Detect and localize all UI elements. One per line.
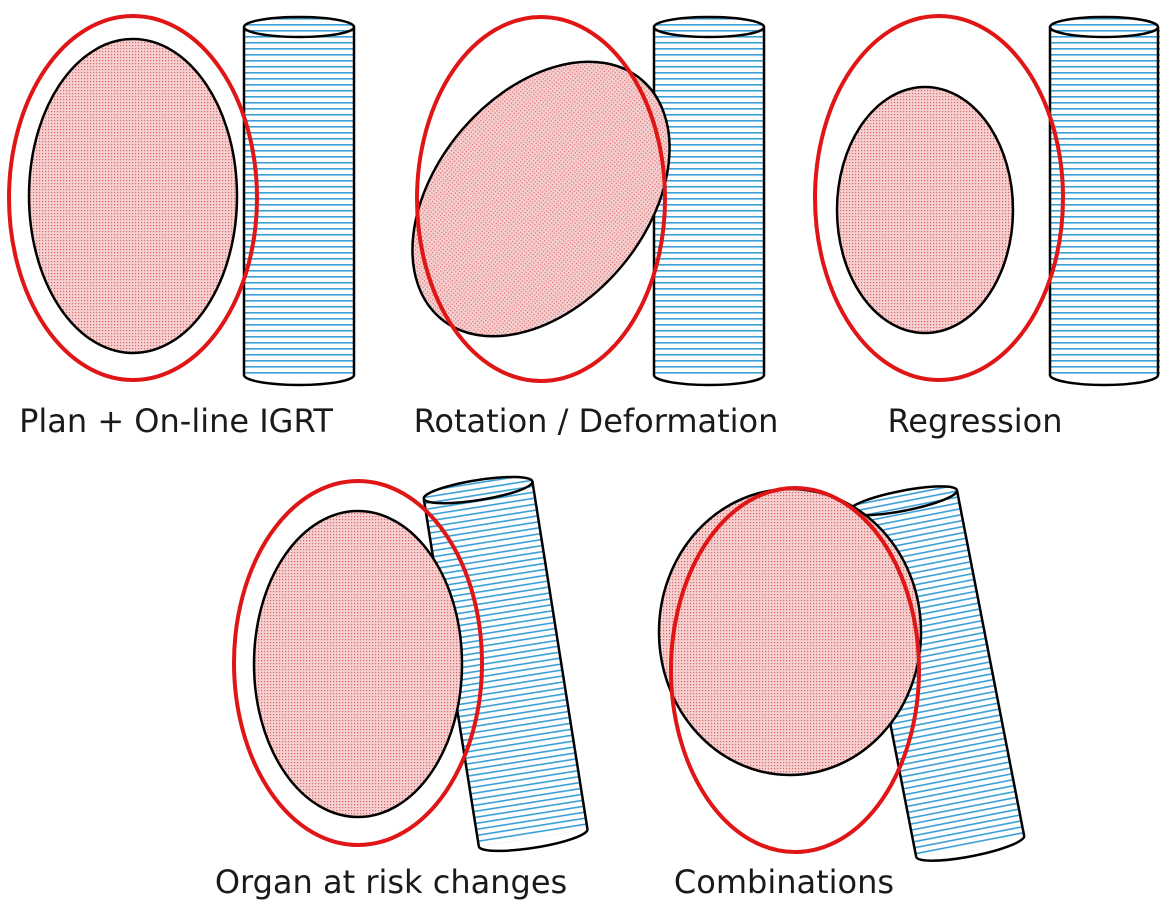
panel-oar <box>234 472 589 857</box>
panel-label-rotation: Rotation / Deformation <box>414 402 779 440</box>
target-volume <box>254 511 462 817</box>
target-volume <box>837 87 1013 333</box>
target-volume <box>29 39 237 353</box>
organ-at-risk-cylinder <box>1050 17 1160 385</box>
panel-label-oar: Organ at risk changes <box>215 863 567 901</box>
panel-combinations <box>659 480 1026 866</box>
target-volume <box>659 489 921 775</box>
panel-plan <box>9 16 354 385</box>
organ-at-risk-cylinder <box>244 17 354 385</box>
organ-at-risk-cylinder <box>654 17 764 385</box>
panel-rotation <box>360 12 764 386</box>
panel-label-regression: Regression <box>887 402 1062 440</box>
panel-regression <box>815 16 1160 385</box>
panel-label-combinations: Combinations <box>674 863 894 901</box>
panel-label-plan: Plan + On-line IGRT <box>19 402 333 440</box>
